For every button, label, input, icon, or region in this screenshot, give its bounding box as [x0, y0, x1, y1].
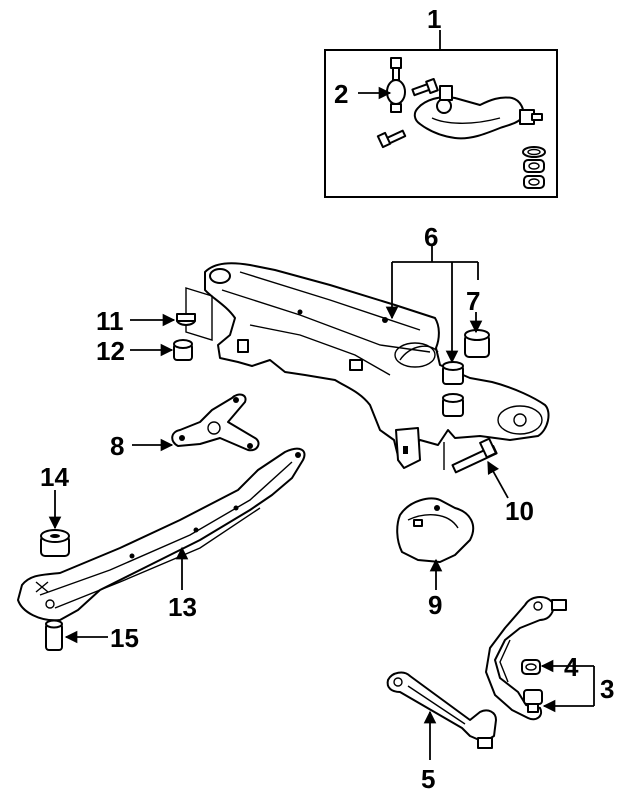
tension-rod-5 [386, 671, 497, 749]
callout-4: 4 [564, 652, 579, 682]
nut-4 [521, 659, 541, 675]
upper-control-arm-kit [324, 30, 558, 198]
nut-1 [523, 159, 545, 173]
arm-bolt-lower [376, 129, 407, 149]
callout-12: 12 [96, 336, 125, 366]
brace-13 [17, 447, 306, 622]
callout-13: 13 [168, 592, 197, 622]
bushing-12 [173, 339, 193, 361]
washer [522, 146, 546, 158]
callout-1: 1 [427, 4, 441, 34]
front-crossmember [204, 262, 550, 469]
callout-5: 5 [421, 764, 435, 794]
callout-7: 7 [466, 286, 480, 316]
ball-joint-stud [386, 57, 406, 113]
crossmember-mount-bushings [442, 361, 464, 417]
sleeve-15 [45, 619, 63, 651]
callout-9: 9 [428, 590, 442, 620]
lower-control-arm-3 [485, 596, 567, 721]
callout-2: 2 [334, 79, 348, 109]
mount-bolt-10 [443, 437, 498, 474]
callout-15: 15 [110, 623, 139, 653]
kit-box [324, 49, 558, 198]
callout-6: 6 [424, 222, 438, 252]
bracket-8 [171, 393, 260, 452]
callout-11: 11 [96, 306, 124, 336]
bushing-14 [40, 529, 70, 557]
callout-3: 3 [600, 674, 614, 704]
arm-bolt-upper [411, 77, 439, 97]
mount-bracket-9 [396, 497, 475, 563]
callout-14: 14 [40, 462, 69, 492]
callout-8: 8 [110, 431, 124, 461]
bushing-7 [464, 329, 490, 358]
leader-lines [48, 86, 595, 760]
upper-control-arm [413, 96, 525, 140]
callout-10: 10 [505, 496, 534, 526]
nut-2 [523, 175, 545, 189]
spacer-11 [176, 287, 213, 341]
